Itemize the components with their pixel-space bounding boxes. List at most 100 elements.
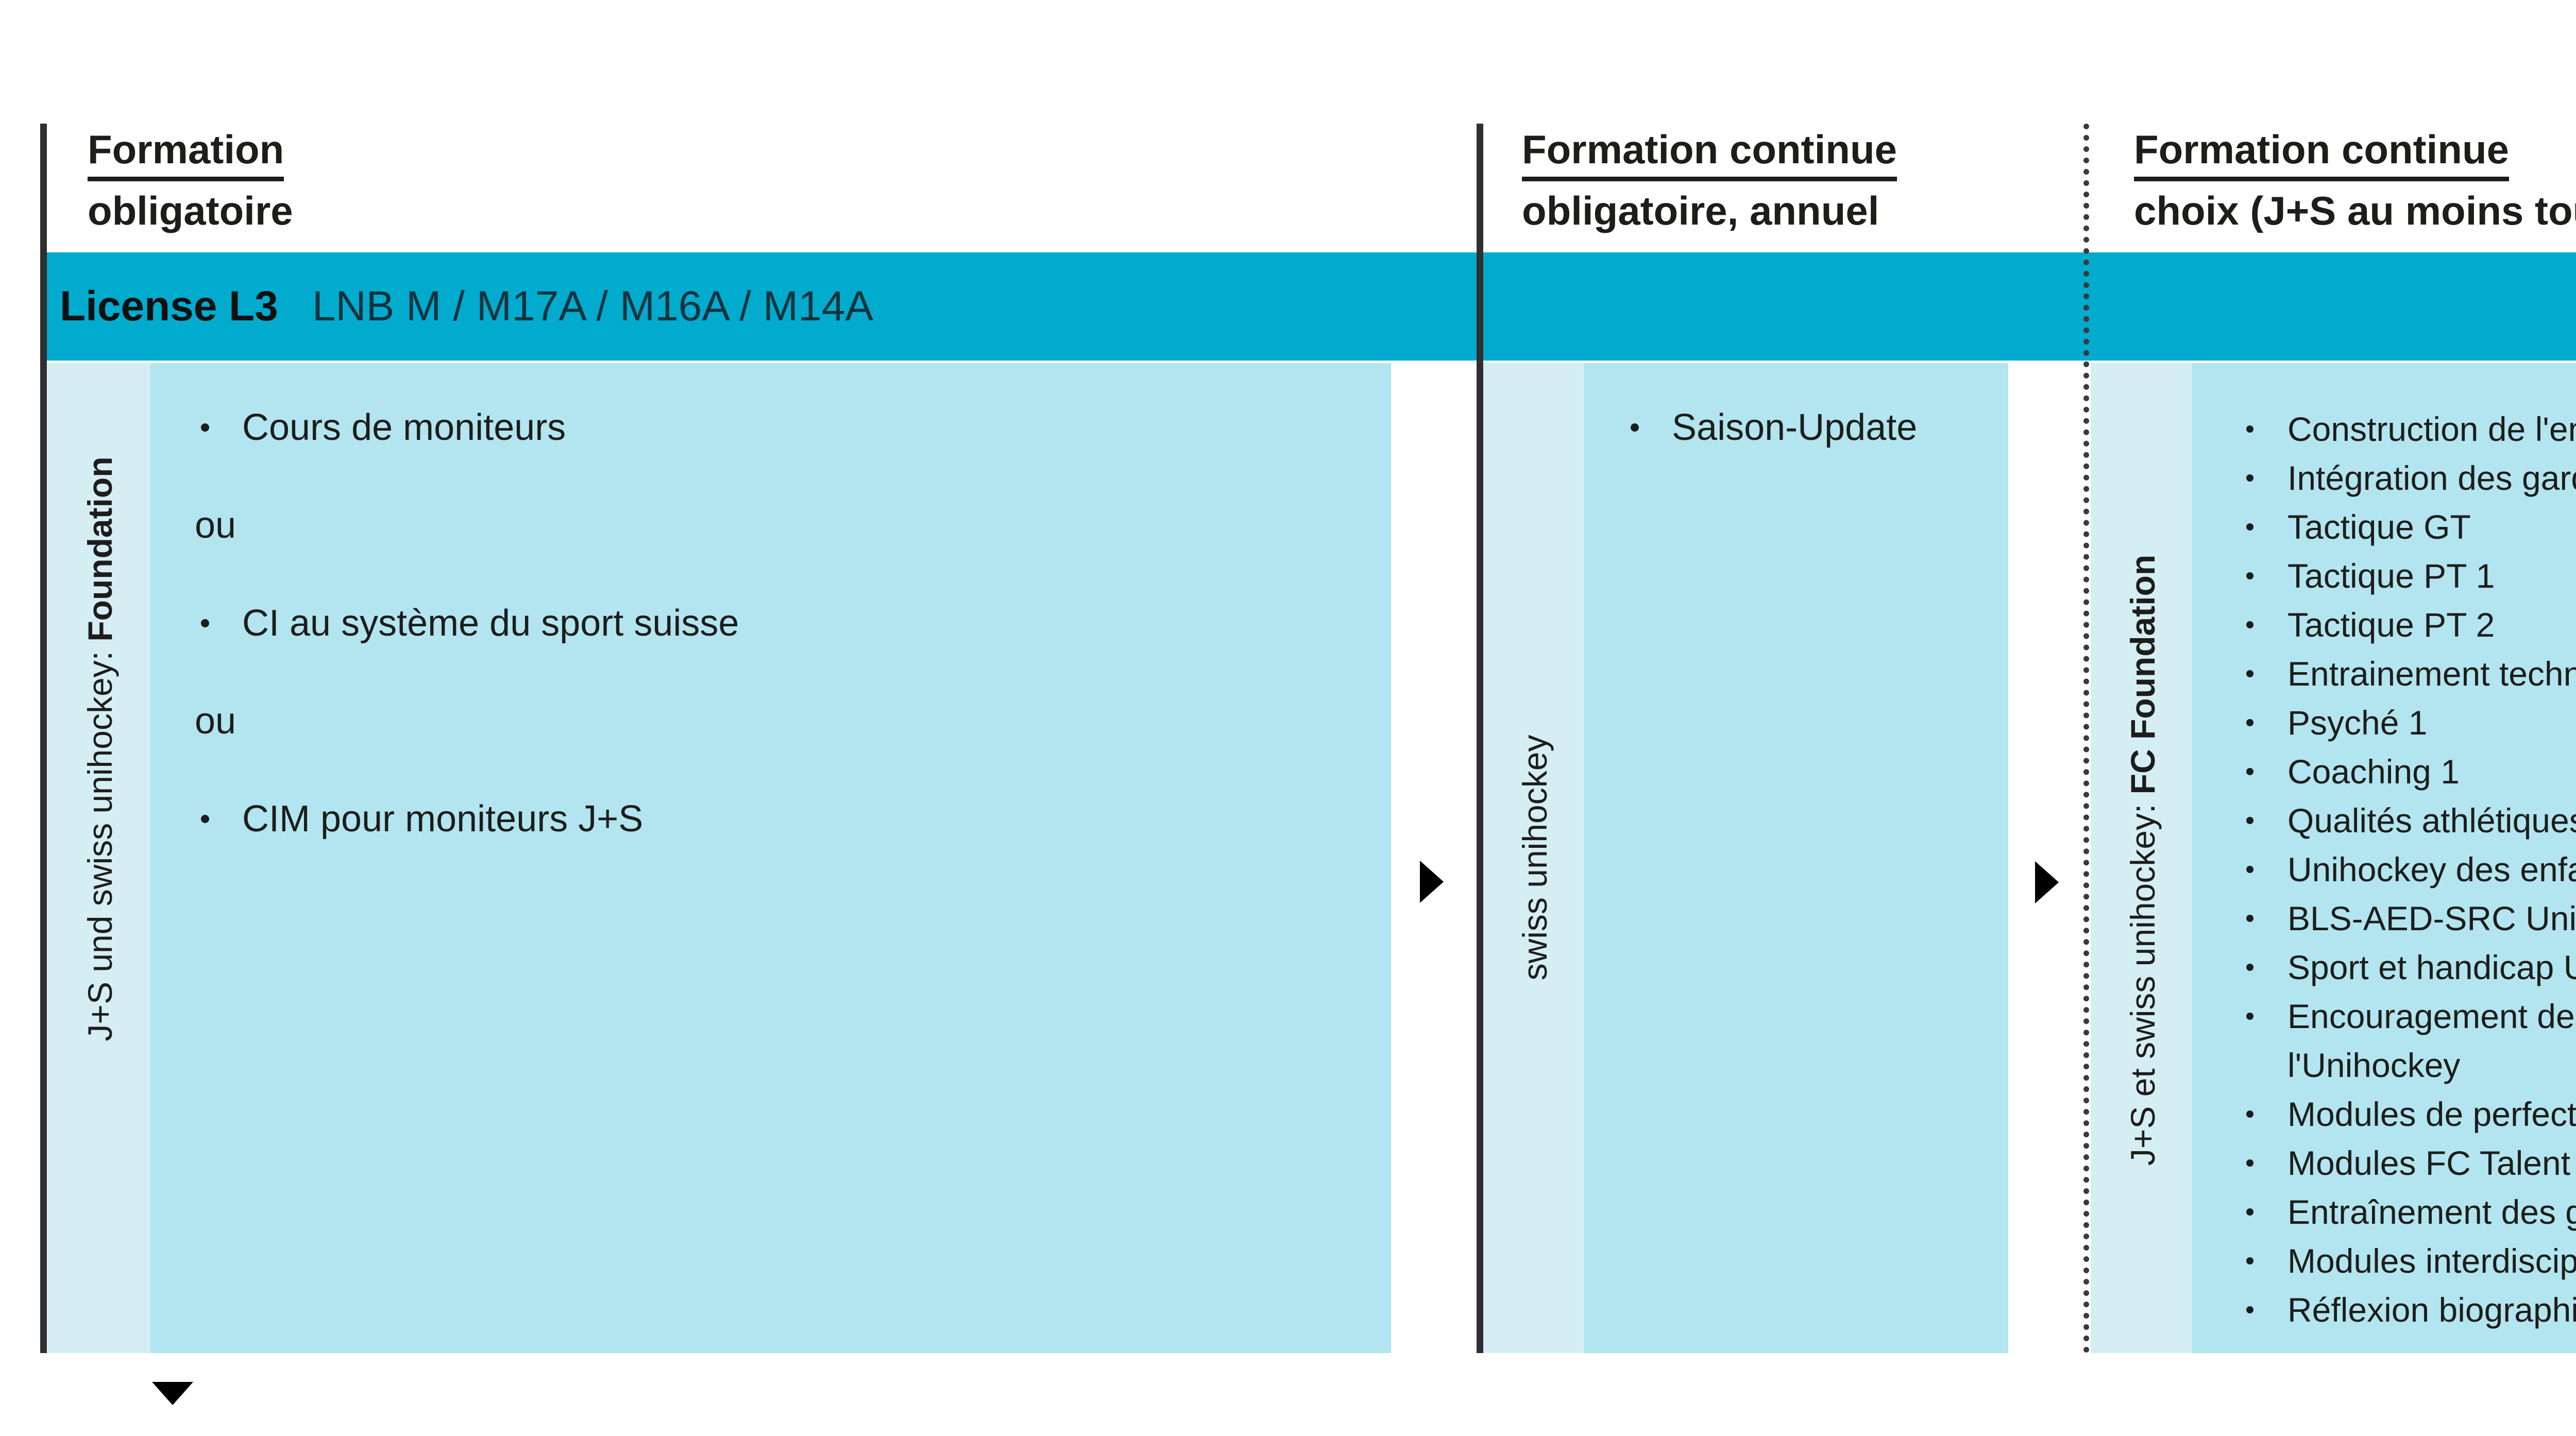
header-line1: Formation continue [2134, 125, 2509, 181]
column1-vertical-label: J+S und swiss unihockey: Foundation [80, 456, 120, 1041]
list-item-text: Unihockey des enfants [2287, 850, 2576, 888]
bullet-icon [2246, 523, 2253, 531]
header-line1: Formation [88, 125, 284, 181]
bullet-icon [2246, 1159, 2253, 1167]
column3-dotted-line [2083, 124, 2089, 1353]
license-label: License L3 [60, 283, 278, 330]
list-item: Sport et handicap Unihockey [2243, 943, 2576, 991]
list-item: Saison-Update [1624, 379, 1917, 476]
list-item: Qualités athlétiques 1 [2243, 796, 2576, 845]
column1-vertical-label-prefix: J+S und swiss unihockey: [81, 641, 119, 1041]
arrow-down-icon [152, 1382, 193, 1405]
bullet-icon [2246, 621, 2253, 628]
bullet-icon [201, 815, 209, 823]
license-codes: LNB M / M17A / M16A / M14A [312, 283, 874, 330]
column2-vertical-label: swiss unihockey [1515, 735, 1554, 981]
bullet-icon [2246, 670, 2253, 677]
column1-content-box [150, 363, 1391, 1353]
list-item-text: Entrainement technique [2287, 654, 2576, 693]
list-item: Encouragement des filles dans [2243, 991, 2576, 1040]
bullet-icon [2246, 719, 2253, 726]
bullet-icon [201, 423, 209, 432]
list-item: Entrainement technique [2243, 649, 2576, 698]
list-item: Modules de perfectionnement [2243, 1089, 2576, 1138]
bullet-icon [2246, 767, 2253, 775]
list-item: CI au système du sport suisse [195, 574, 739, 672]
list-item-text: l'Unihockey [2287, 1046, 2461, 1084]
column1-label-strip [47, 363, 150, 1353]
list-item-text: CI au système du sport suisse [242, 603, 739, 644]
arrow-right-icon [2035, 861, 2059, 903]
column3-vertical-label-bold: FC Foundation [2124, 554, 2162, 795]
list-item-text: Coaching 1 [2287, 752, 2460, 791]
header-line2: obligatoire, annuel [1522, 188, 1879, 233]
bullet-icon [2246, 963, 2253, 971]
column3-list: Construction de l'entraînement Intégrati… [2243, 404, 2576, 1334]
list-item: Construction de l'entraînement [2243, 404, 2576, 453]
column2-content-box [1584, 363, 2008, 1353]
list-item-text: Encouragement des filles dans [2287, 997, 2576, 1035]
list-item-text: CIM pour moniteurs J+S [242, 798, 643, 840]
list-item-text: Sport et handicap Unihockey [2287, 948, 2576, 986]
header-line1: Formation continue [1522, 125, 1897, 181]
list-item: Modules interdisciplinaires [2243, 1236, 2576, 1285]
list-item: Tactique PT 1 [2243, 551, 2576, 600]
list-item: Tactique GT [2243, 502, 2576, 551]
list-item: CIM pour moniteurs J+S [195, 770, 739, 868]
column2-left-line [1477, 124, 1483, 1353]
bullet-icon [2246, 1208, 2253, 1216]
list-separator-ou: ou [195, 672, 739, 770]
list-item: Coaching 1 [2243, 747, 2576, 796]
bullet-icon [2246, 425, 2253, 433]
list-separator-ou: ou [195, 476, 739, 574]
bullet-icon [2246, 1257, 2253, 1264]
list-item: Unihockey des enfants [2243, 845, 2576, 894]
header-formation-continue-annuel: Formation continue obligatoire, annuel [1522, 125, 1897, 235]
bullet-icon [2246, 474, 2253, 482]
list-item: Réflexion biographie J+S [2243, 1285, 2576, 1334]
column3-label-strip [2091, 363, 2192, 1353]
list-item-text: Tactique PT 1 [2287, 556, 2495, 595]
list-item: Cours de moniteurs [195, 379, 739, 476]
list-item: Tactique PT 2 [2243, 600, 2576, 649]
list-item-text: Qualités athlétiques 1 [2287, 801, 2576, 840]
list-item-continuation: l'Unihockey [2243, 1040, 2576, 1089]
list-item-text: Tactique PT 2 [2287, 605, 2495, 644]
list-item-text: Psyché 1 [2287, 703, 2428, 742]
bullet-icon [2246, 572, 2253, 579]
list-item-text: Entraînement des gardien/nes [2287, 1192, 2576, 1231]
column3-content-box [2192, 363, 2576, 1353]
list-item-text: Modules interdisciplinaires [2287, 1241, 2576, 1280]
column1-left-line [40, 124, 47, 1353]
bullet-icon [2246, 914, 2253, 922]
list-item-text: Intégration des gardiens/nes [2287, 458, 2576, 497]
column2-list: Saison-Update [1624, 379, 1917, 476]
list-item: BLS-AED-SRC Unihockey [2243, 894, 2576, 943]
header-formation-obligatoire: Formation obligatoire [88, 125, 293, 235]
list-item: Entraînement des gardien/nes [2243, 1187, 2576, 1236]
column1-vertical-label-bold: Foundation [81, 456, 119, 642]
list-item-text: ou [195, 700, 236, 742]
bullet-icon [1631, 423, 1639, 432]
header-formation-continue-choix: Formation continue choix (J+S au moins t… [2134, 125, 2576, 235]
bullet-icon [2246, 1012, 2253, 1020]
list-item-text: Tactique GT [2287, 507, 2471, 546]
bullet-icon [2246, 865, 2253, 873]
list-item-text: Modules FC Talent [2287, 1143, 2571, 1182]
list-item-text: Réflexion biographie J+S [2287, 1290, 2576, 1329]
arrow-right-icon [1420, 861, 1444, 903]
column3-vertical-label-prefix: J+S et swiss unihockey: [2124, 794, 2162, 1166]
column3-vertical-label: J+S et swiss unihockey: FC Foundation [2123, 555, 2162, 1166]
bullet-icon [201, 619, 209, 627]
header-line2: obligatoire [88, 188, 293, 233]
list-item: Intégration des gardiens/nes [2243, 453, 2576, 502]
list-item-text: Saison-Update [1672, 407, 1918, 448]
column2-vertical-label-prefix: swiss unihockey [1516, 734, 1554, 981]
column1-list: Cours de moniteurs ou CI au système du s… [195, 379, 739, 868]
list-item: Modules FC Talent [2243, 1138, 2576, 1187]
bullet-icon [2246, 816, 2253, 824]
list-item-text: Modules de perfectionnement [2287, 1095, 2576, 1133]
list-item-text: Cours de moniteurs [242, 407, 566, 448]
bullet-icon [2246, 1110, 2253, 1118]
header-line2: choix (J+S au moins tous les 2 ans) [2134, 188, 2576, 233]
